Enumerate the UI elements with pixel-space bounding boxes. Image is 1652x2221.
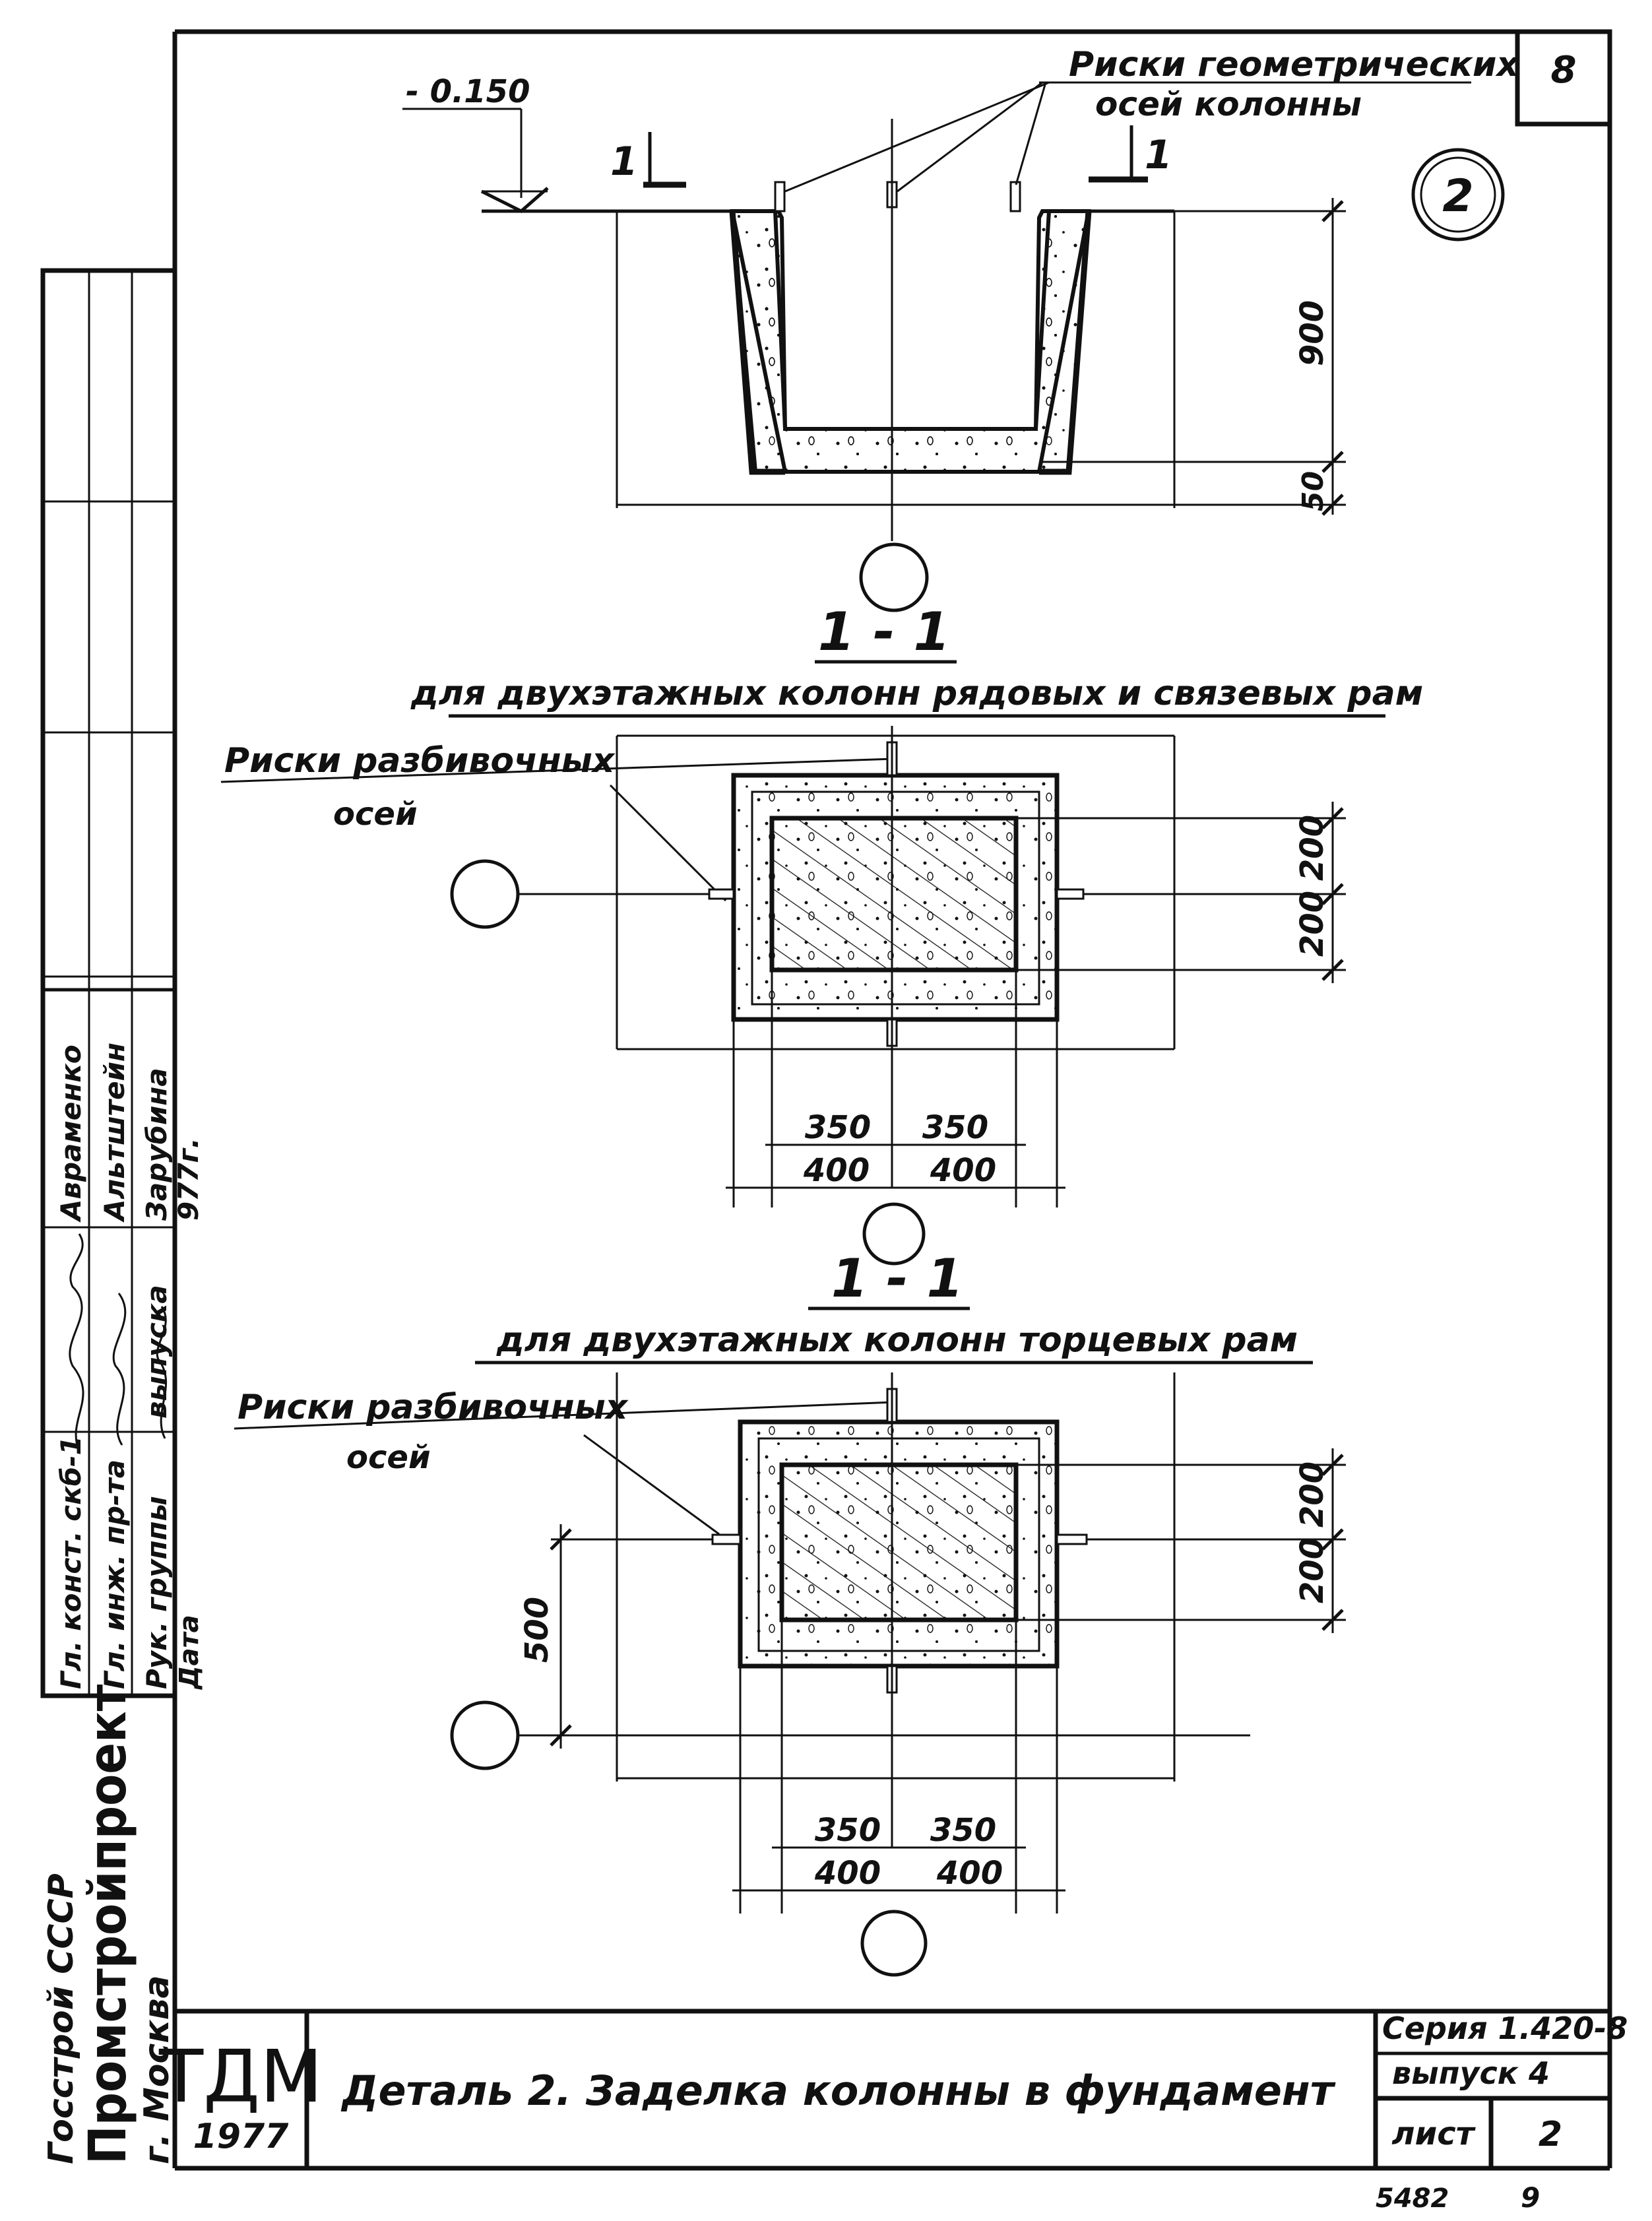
section-a-dim-right-1: 200 [1294,815,1331,881]
org-line-1: Госстрой СССР [42,1873,81,2164]
inventory-number: 5482 [1376,2183,1449,2214]
stamp-name-1: Авраменко [55,1045,87,1223]
section-a-label-1: Риски разбивочных [224,741,616,781]
section-a-dim-outer-2: 400 [930,1152,996,1189]
stamp-name-2: Альтштейн [98,1043,131,1223]
section-a-plan [220,726,1346,1266]
section-a-dim-inner-1: 350 [805,1109,871,1146]
stamp-name-3: Зарубина [141,1068,173,1221]
top-label-line-2: осей колонны [1095,85,1362,123]
sheet-value: 2 [1539,2115,1562,2154]
sheet-number: 8 [1551,49,1577,92]
stamp-role-1: Гл. конст. скб-1 [55,1436,87,1689]
side-stamp [40,268,177,1698]
dim-depth: 900 [1294,300,1331,366]
section-b-label-2: осей [346,1439,431,1476]
stamp-role-4: Дата [174,1615,205,1690]
section-a-title: 1 - 1 [818,601,950,662]
title-year: 1977 [193,2117,290,2156]
elevation-mark: - 0.150 [406,73,530,110]
drawing-title: Деталь 2. Заделка колонны в фундамент [340,2067,1336,2115]
section-b-subtitle: для двухэтажных колонн торцевых рам [496,1320,1298,1360]
section-a-dim-inner-2: 350 [922,1109,988,1146]
section-b-dim-outer-1: 400 [814,1855,881,1892]
detail-mark: 2 [1442,170,1473,222]
section-b-dim-right-2: 200 [1294,1537,1331,1603]
stamp-role-2: Гл. инж. пр-та [98,1460,131,1689]
top-label-line-1: Риски геометрических [1069,45,1519,84]
top-socket-view [402,81,1505,612]
dim-bottom: 50 [1296,471,1330,511]
issue-label: выпуск 4 [1392,2055,1550,2091]
section-b-dim-inner-1: 350 [815,1812,881,1849]
section-b-dim-inner-2: 350 [930,1812,996,1849]
stamp-role-3: Рук. группы [141,1496,173,1689]
section-b-dim-left: 500 [519,1597,556,1663]
section-b-plan [234,1372,1346,1977]
section-a-dim-right-2: 200 [1294,891,1331,957]
title-block [175,2009,1610,2168]
section-b-dim-outer-2: 400 [936,1855,1003,1892]
section-b-dim-right-1: 200 [1294,1462,1331,1528]
org-line-3: г. Москва [137,1975,177,2164]
org-code: ТДМ [158,2034,323,2119]
page-number: 9 [1521,2181,1540,2214]
section-a-label-2: осей [333,796,418,833]
stamp-date: 977г. [172,1138,205,1221]
org-line-2: Промстройпроект [79,1684,138,2164]
section-mark-left: 1 [610,139,638,185]
section-a-subtitle: для двухэтажных колонн рядовых и связевы… [410,674,1424,713]
section-b-title: 1 - 1 [831,1248,963,1309]
signatures [69,1233,168,1452]
sheet-label: лист [1391,2115,1476,2152]
section-a-dim-outer-1: 400 [803,1152,870,1189]
series-label: Серия 1.420-8 [1382,2011,1628,2046]
section-mark-right: 1 [1145,132,1172,178]
